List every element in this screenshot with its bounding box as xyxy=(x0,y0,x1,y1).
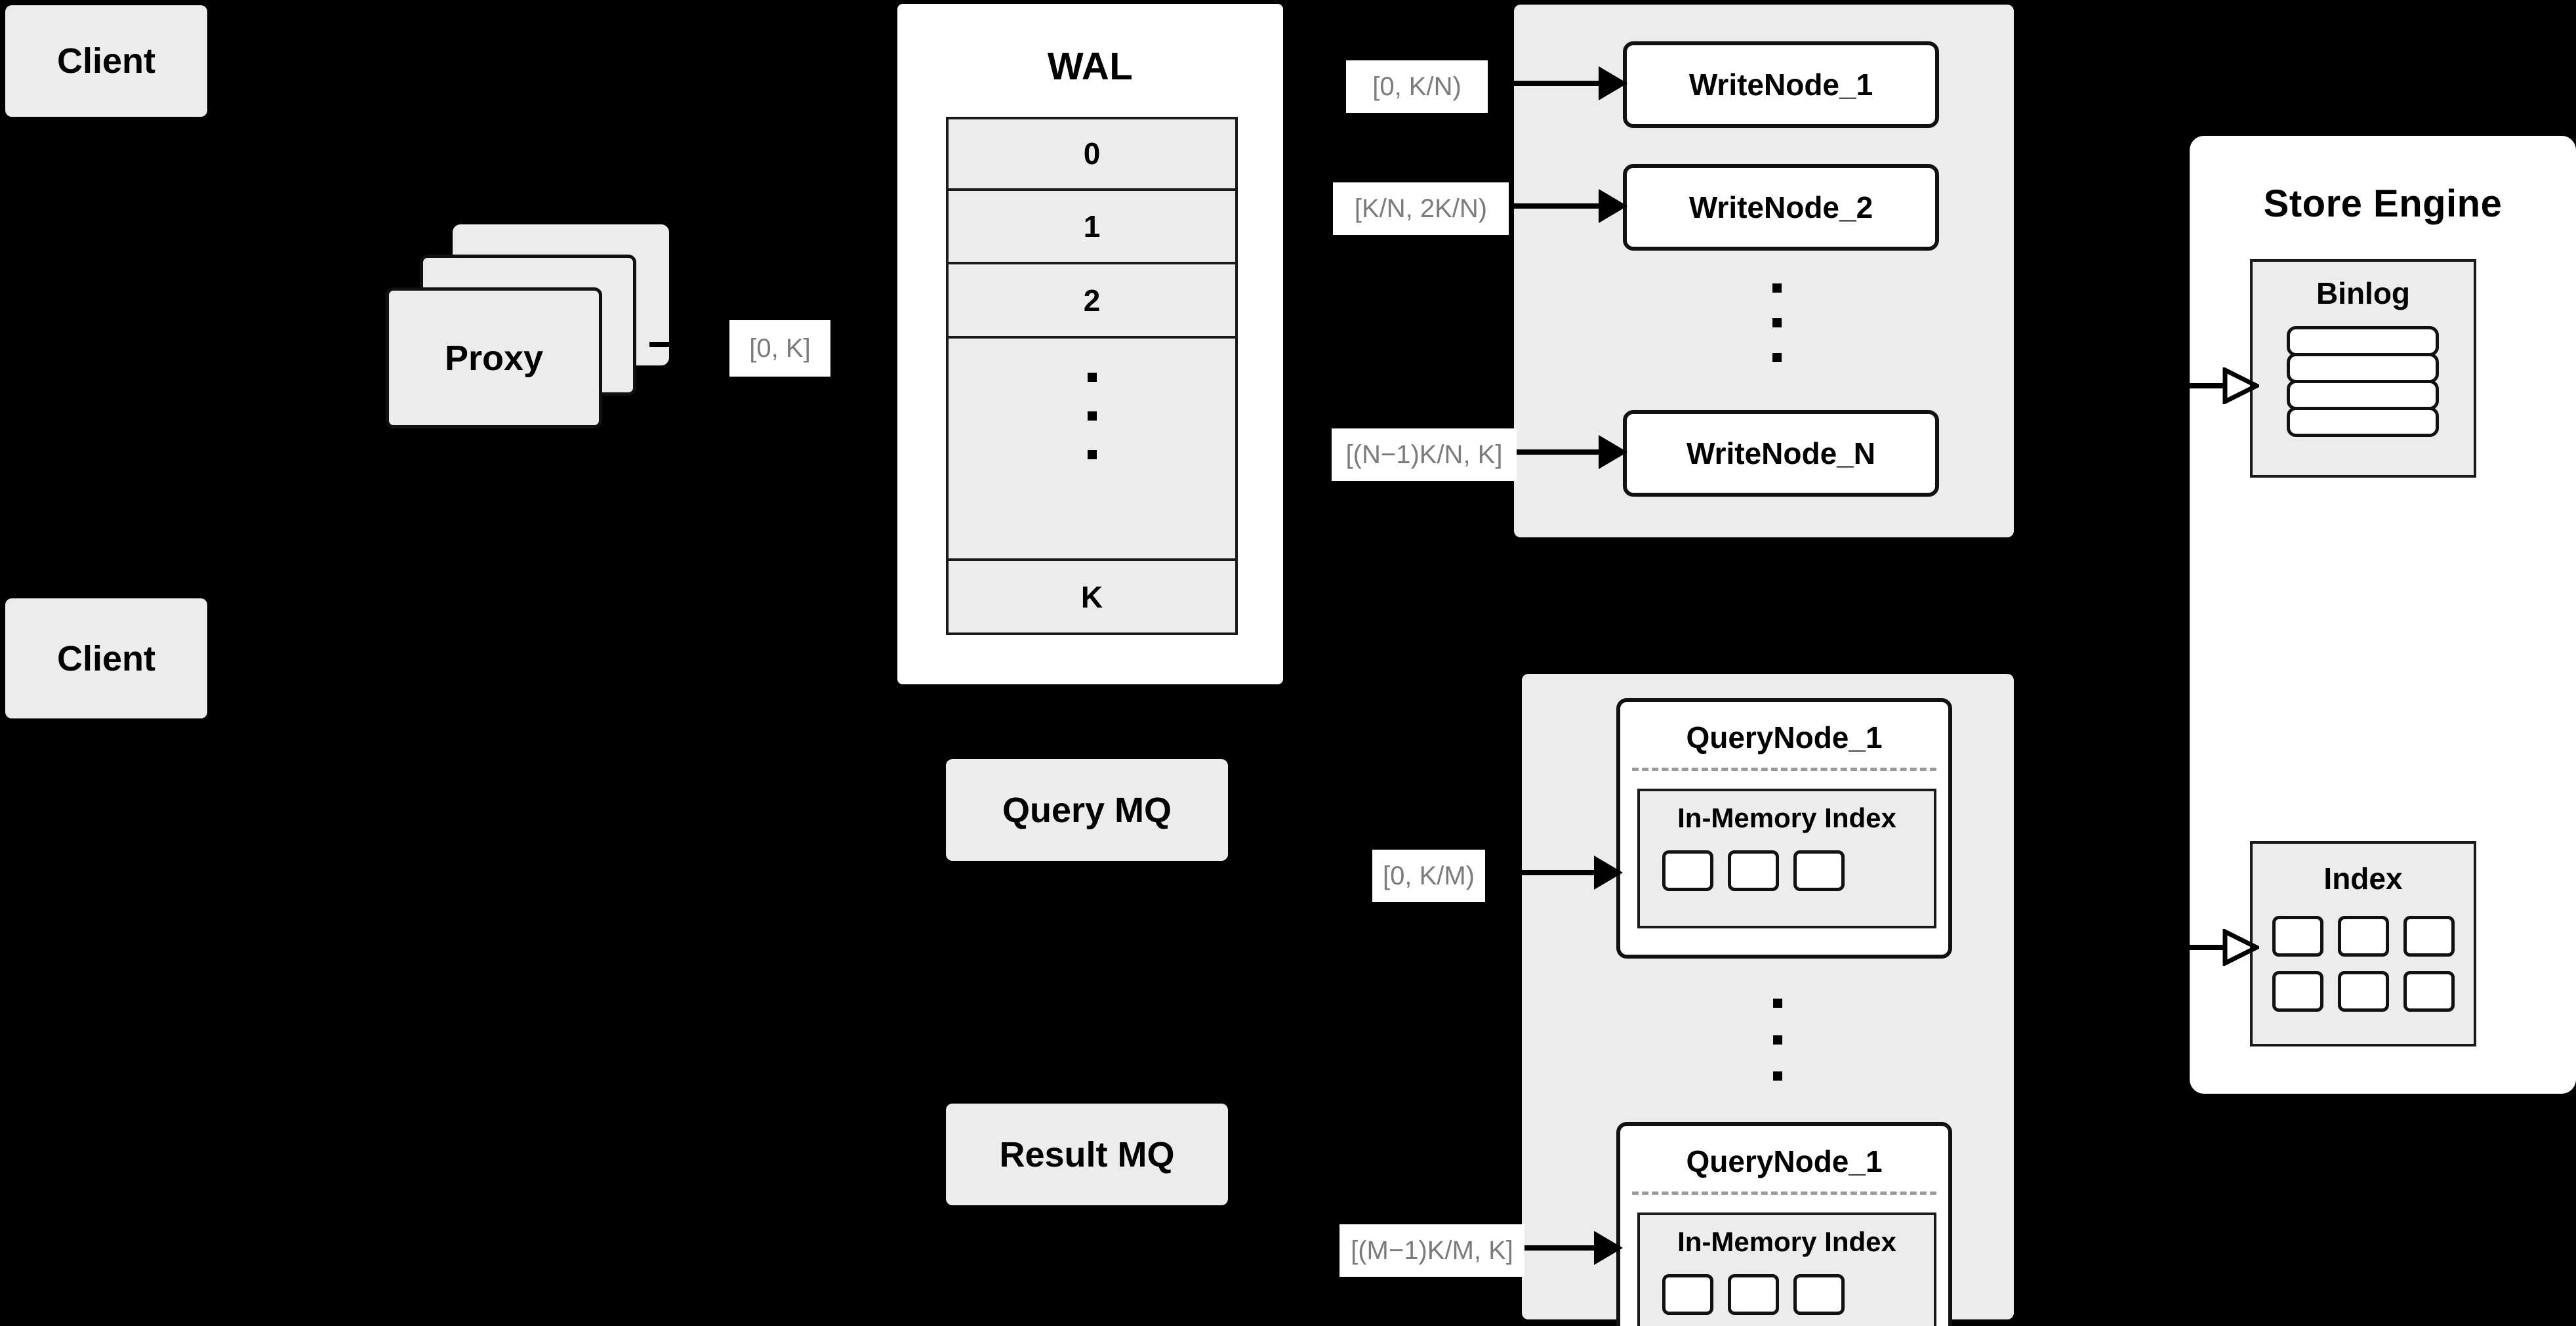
query-node-1-range-badge: [0, K/M) xyxy=(1372,850,1485,902)
query-node-2-inmemory-index: In-Memory Index xyxy=(1637,1212,1936,1326)
query-node-2[interactable]: QueryNode_1 In-Memory Index xyxy=(1616,1122,1952,1326)
query-node-1-title-row: QueryNode_1 xyxy=(1620,714,1948,761)
wal-ellipsis-icon xyxy=(1087,373,1097,460)
proxy-range-badge: [0, K] xyxy=(729,320,830,377)
index-cell[interactable] xyxy=(2272,971,2323,1012)
binlog-title-row: Binlog xyxy=(2253,270,2474,317)
query-node-2-range-badge: [(M−1)K/M, K] xyxy=(1339,1224,1524,1277)
index-title-row: Index xyxy=(2253,853,2474,904)
wal-row-label-0: 0 xyxy=(1083,136,1101,171)
query-node-1-inmemory-title: In-Memory Index xyxy=(1677,802,1896,833)
wal-title-row: WAL xyxy=(897,30,1283,102)
query-node-2-label: QueryNode_1 xyxy=(1686,1144,1883,1178)
write-node-cluster: WriteNode_1 WriteNode_2 WriteNode_N xyxy=(1514,5,2014,537)
write-node-n-connector xyxy=(1505,449,1601,455)
query-node-2-title-row: QueryNode_1 xyxy=(1620,1138,1948,1185)
binlog-bar[interactable] xyxy=(2287,407,2439,437)
client-label-1: Client xyxy=(56,41,155,81)
index-box: Index xyxy=(2250,841,2476,1046)
query-node-2-inmemory-title-row: In-Memory Index xyxy=(1640,1220,1934,1264)
index-cell[interactable] xyxy=(1662,850,1713,891)
client-label-2: Client xyxy=(56,638,155,678)
index-cell[interactable] xyxy=(2272,916,2323,957)
write-node-1[interactable]: WriteNode_1 xyxy=(1623,41,1939,128)
query-node-2-index-cells xyxy=(1662,1274,1845,1315)
client-box-2[interactable]: Client xyxy=(5,598,207,718)
write-cluster-ellipsis-icon xyxy=(1772,283,1782,362)
client-box-1[interactable]: Client xyxy=(5,5,207,117)
wal-panel: WAL 0 1 2 K xyxy=(897,4,1283,684)
wal-row-k[interactable]: K xyxy=(946,561,1238,635)
wal-row-label-k: K xyxy=(1080,579,1103,614)
result-mq-label: Result MQ xyxy=(999,1134,1175,1174)
query-node-2-divider xyxy=(1632,1191,1936,1195)
query-mq-box[interactable]: Query MQ xyxy=(946,759,1228,861)
index-cell[interactable] xyxy=(1793,850,1845,891)
index-cell[interactable] xyxy=(1728,1274,1779,1315)
query-node-1-connector xyxy=(1515,870,1597,875)
query-node-2-arrowhead xyxy=(1594,1231,1623,1265)
write-node-n-range-badge: [(N−1)K/N, K] xyxy=(1332,428,1517,481)
write-node-2[interactable]: WriteNode_2 xyxy=(1623,164,1939,251)
write-node-n-arrowhead xyxy=(1599,435,1627,469)
query-node-1-label: QueryNode_1 xyxy=(1686,720,1883,755)
query-node-cluster: QueryNode_1 In-Memory Index QueryNode_1 xyxy=(1522,674,2014,1326)
index-cell[interactable] xyxy=(2338,971,2389,1012)
proxy-stack[interactable]: Proxy xyxy=(380,210,682,433)
query-node-2-connector xyxy=(1515,1245,1597,1251)
index-cell[interactable] xyxy=(1728,850,1779,891)
store-engine-title-row: Store Engine xyxy=(2190,174,2576,233)
write-node-n[interactable]: WriteNode_N xyxy=(1623,410,1939,497)
binlog-inbound-arrowhead xyxy=(2222,367,2259,404)
index-cell[interactable] xyxy=(1662,1274,1713,1315)
index-cell-grid xyxy=(2272,916,2455,1012)
wal-row-1[interactable]: 1 xyxy=(946,190,1238,265)
binlog-bar[interactable] xyxy=(2287,380,2439,410)
index-cell[interactable] xyxy=(2403,971,2455,1012)
wal-row-label-1: 1 xyxy=(1083,209,1101,244)
index-inbound-arrowhead xyxy=(2222,929,2259,966)
store-engine-panel: Store Engine Binlog Index xyxy=(2190,136,2576,1094)
query-mq-label: Query MQ xyxy=(1002,790,1172,830)
binlog-bars xyxy=(2287,326,2439,437)
query-node-1[interactable]: QueryNode_1 In-Memory Index xyxy=(1616,698,1952,959)
write-node-n-label: WriteNode_N xyxy=(1687,436,1875,470)
binlog-bar[interactable] xyxy=(2287,326,2439,356)
binlog-box: Binlog xyxy=(2250,259,2476,478)
binlog-inbound-connector xyxy=(2186,383,2224,388)
index-inbound-connector xyxy=(2186,945,2224,950)
write-node-1-arrowhead xyxy=(1599,66,1627,100)
proxy-output-connector xyxy=(649,342,689,347)
write-node-2-label: WriteNode_2 xyxy=(1688,190,1873,224)
store-engine-title: Store Engine xyxy=(2263,182,2503,225)
wal-row-ellipsis xyxy=(946,339,1238,562)
binlog-bar[interactable] xyxy=(2287,353,2439,383)
write-node-1-connector xyxy=(1505,81,1601,86)
query-node-1-inmemory-index: In-Memory Index xyxy=(1637,789,1936,928)
wal-row-label-2: 2 xyxy=(1083,283,1101,318)
query-node-1-divider xyxy=(1632,768,1936,771)
query-node-1-inmemory-title-row: In-Memory Index xyxy=(1640,797,1934,840)
binlog-title: Binlog xyxy=(2316,276,2411,310)
proxy-card-front[interactable]: Proxy xyxy=(386,287,602,428)
query-node-1-index-cells xyxy=(1662,850,1845,891)
write-node-2-arrowhead xyxy=(1599,189,1627,223)
wal-row-2[interactable]: 2 xyxy=(946,264,1238,339)
query-node-1-arrowhead xyxy=(1594,856,1623,890)
wal-rows: 0 1 2 K xyxy=(946,117,1238,635)
index-cell[interactable] xyxy=(2403,916,2455,957)
index-cell[interactable] xyxy=(1793,1274,1845,1315)
wal-row-0[interactable]: 0 xyxy=(946,117,1238,191)
write-node-2-range-badge: [K/N, 2K/N) xyxy=(1333,182,1509,235)
write-node-2-connector xyxy=(1505,203,1601,209)
proxy-label: Proxy xyxy=(444,338,544,378)
write-node-1-label: WriteNode_1 xyxy=(1688,68,1873,102)
index-title: Index xyxy=(2323,861,2403,896)
write-node-1-range-badge: [0, K/N) xyxy=(1346,60,1488,113)
query-cluster-ellipsis-icon xyxy=(1773,999,1782,1081)
wal-title: WAL xyxy=(1047,45,1134,88)
result-mq-box[interactable]: Result MQ xyxy=(946,1104,1228,1205)
index-cell[interactable] xyxy=(2338,916,2389,957)
query-node-2-inmemory-title: In-Memory Index xyxy=(1677,1226,1896,1257)
